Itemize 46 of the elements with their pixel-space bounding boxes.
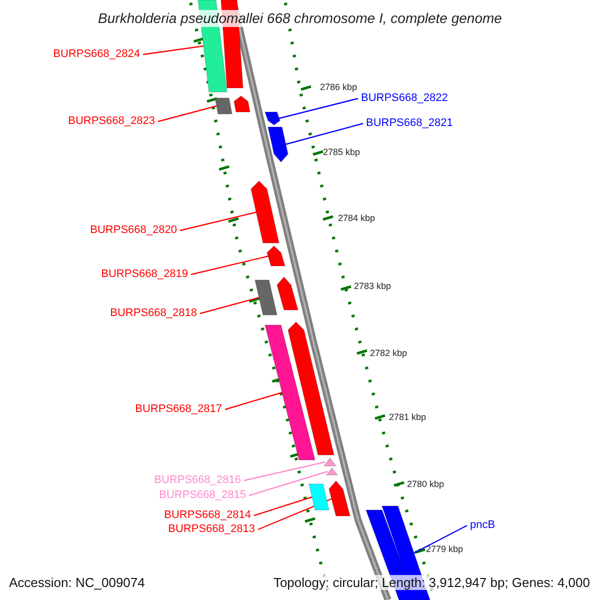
leader-line — [142, 45, 204, 56]
leader-line — [278, 98, 358, 120]
leader-line — [254, 496, 312, 516]
gene-bar — [276, 276, 299, 310]
gene-label: BURPS668_2820 — [90, 224, 177, 237]
leader-line — [284, 122, 364, 146]
gene-label: BURPS668_2822 — [361, 92, 448, 105]
scale-label: 2785 kbp — [323, 146, 360, 159]
leader-line — [180, 211, 258, 232]
leader-line — [190, 255, 270, 276]
gene-bar — [266, 245, 286, 266]
gene-label: BURPS668_2823 — [68, 115, 155, 128]
gene-bar — [233, 95, 251, 112]
gene-label: BURPS668_2818 — [110, 307, 197, 320]
gene-label: BURPS668_2824 — [53, 48, 140, 61]
gene-bar — [287, 321, 335, 456]
leader-line — [248, 470, 328, 496]
gene-bar — [254, 280, 278, 316]
gene-bar — [308, 484, 330, 510]
scale-label: 2780 kbp — [407, 478, 444, 491]
gene-label: pncB — [470, 519, 496, 532]
gene-label: BURPS668_2813 — [168, 523, 255, 536]
leader-line — [244, 461, 326, 482]
gene-label: BURPS668_2821 — [366, 117, 453, 130]
leader-line — [200, 296, 260, 314]
gene-bar — [264, 324, 316, 460]
gene-label: BURPS668_2817 — [135, 403, 222, 416]
scale-label: 2786 kbp — [320, 81, 358, 94]
topology-text: Topology: circular; Length: 3,912,947 bp; Genes: 4,000 — [273, 575, 590, 590]
leader-line — [158, 105, 217, 122]
gene-bar — [250, 180, 280, 244]
scale-label: 2779 kbp — [426, 543, 464, 556]
gene-label: BURPS668_2819 — [101, 268, 188, 281]
scale-label: 2783 kbp — [354, 280, 392, 293]
gene-label: BURPS668_2814 — [164, 509, 251, 522]
scale-label: 2782 kbp — [370, 347, 408, 360]
gene-label: BURPS668_2816 — [154, 474, 241, 487]
gene-label: BURPS668_2815 — [159, 489, 246, 502]
accession-text: Accession: NC_009074 — [9, 575, 145, 590]
leader-line — [224, 392, 282, 410]
scale-label: 2784 kbp — [338, 212, 376, 225]
gene-bar — [214, 98, 233, 114]
gene-bar — [325, 467, 339, 476]
gene-bar — [328, 480, 351, 516]
leader-line — [414, 524, 468, 554]
scale-label: 2781 kbp — [389, 411, 426, 424]
